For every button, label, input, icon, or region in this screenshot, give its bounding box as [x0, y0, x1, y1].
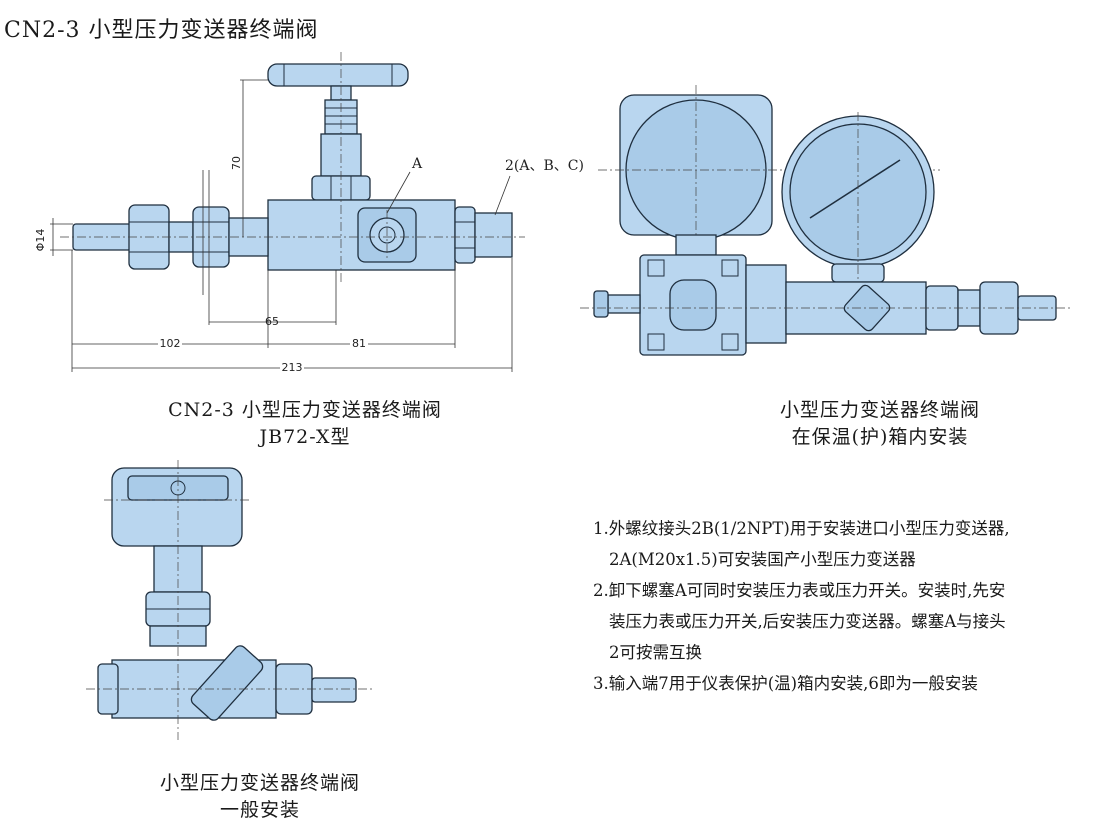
valve-handle-2: [843, 284, 891, 332]
figure1-valve-drawing: 70 Φ14 65 102 81 213 A 2(A、B、C): [34, 52, 584, 374]
transmitter-neck: [675, 234, 717, 256]
valve-handle-3: [190, 645, 264, 721]
figure2-caption-line2: 在保温(护)箱内安装: [791, 426, 969, 448]
pipe-end-3: [311, 677, 357, 703]
figure3-caption: 小型压力变送器终端阀 一般安装: [60, 770, 460, 824]
handle-bar: [267, 63, 409, 87]
note-line: 1.外螺纹接头2B(1/2NPT)用于安装进口小型压力变送器,: [593, 519, 1010, 538]
figure1-caption: CN2-3 小型压力变送器终端阀 JB72-X型: [100, 397, 510, 451]
figure1-caption-line2: JB72-X型: [259, 426, 351, 448]
label-a: A: [411, 156, 423, 172]
note-line: 2A(M20x1.5)可安装国产小型压力变送器: [609, 550, 916, 569]
flange-side: [745, 264, 787, 344]
note-line: 3.输入端7用于仪表保护(温)箱内安装,6即为一般安装: [593, 674, 978, 693]
figure3-general-installation: [86, 460, 372, 740]
dim-70-label: 70: [230, 156, 243, 170]
figure3-caption-line1: 小型压力变送器终端阀: [159, 772, 360, 794]
figure2-caption: 小型压力变送器终端阀 在保温(护)箱内安装: [690, 397, 1070, 451]
page-title: CN2-3 小型压力变送器终端阀: [4, 18, 319, 43]
dim-phi14-label: Φ14: [34, 229, 47, 252]
dim-102-label: 102: [160, 337, 181, 350]
right-nut: [454, 206, 476, 264]
figure1-caption-line1: CN2-3 小型压力变送器终端阀: [168, 399, 442, 421]
label-2: 2(A、B、C): [505, 158, 584, 174]
connector-2: [474, 212, 513, 258]
dim-65-label: 65: [265, 315, 279, 328]
figure3-caption-line2: 一般安装: [219, 799, 300, 821]
note-line: 2可按需互换: [609, 643, 702, 662]
dim-213-label: 213: [282, 361, 303, 374]
dim-81-label: 81: [352, 337, 366, 350]
note-line: 装压力表或压力开关,后安装压力变送器。螺塞A与接头: [609, 612, 1006, 631]
figure2-box-installation: [580, 85, 1070, 356]
installation-notes: 1.外螺纹接头2B(1/2NPT)用于安装进口小型压力变送器, 2A(M20x1…: [593, 513, 1010, 699]
figure2-caption-line1: 小型压力变送器终端阀: [779, 399, 980, 421]
note-line: 2.卸下螺塞A可同时安装压力表或压力开关。安装时,先安: [593, 581, 1006, 600]
vent-plug: [607, 294, 641, 314]
